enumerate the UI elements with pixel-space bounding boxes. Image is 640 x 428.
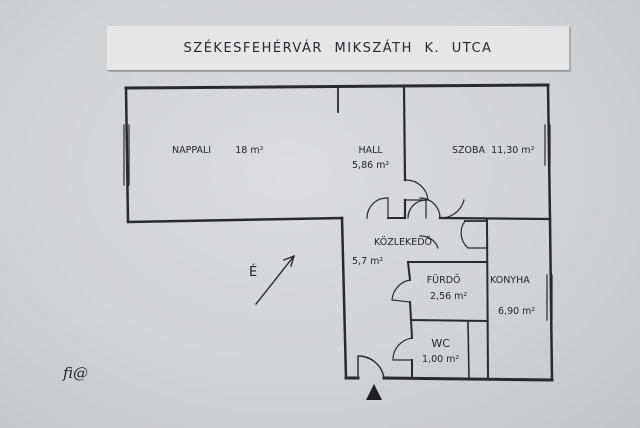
wall-wc-left [409, 318, 414, 379]
north-arrow-head [283, 255, 295, 267]
outer-wall-lower-bottom-b [382, 376, 554, 382]
wall-kozlekedo-konyha [485, 218, 490, 380]
room-area-konyha: 6,90 m² [498, 305, 536, 317]
title-box: SZÉKESFEHÉRVÁR MIKSZÁTH K. UTCA [107, 26, 569, 71]
room-label-wc: WC 1,00 m² [422, 338, 459, 365]
room-label-furdo: FÜRDŐ 2,56 m² [420, 275, 468, 302]
room-label-kozlekedo: KÖZLEKEDŐ 5,7 m² [352, 238, 432, 266]
wall-hall-szoba [402, 85, 407, 182]
room-label-hall: HALL 5,86 m² [352, 146, 389, 170]
signature: fi@ [63, 364, 89, 382]
room-label-nappali: NAPPALI 18 m² [172, 146, 263, 156]
room-name-szoba: SZOBA [452, 145, 486, 156]
north-label: É [249, 265, 258, 280]
room-name-kozlekedo: KÖZLEKEDŐ [374, 237, 433, 248]
door-entrance [357, 355, 385, 379]
room-name-hall: HALL [358, 145, 383, 156]
room-name-furdo: FÜRDŐ [426, 275, 461, 286]
wall-szoba-bottom [438, 216, 552, 221]
door-szoba [419, 197, 441, 219]
window-right-szoba [544, 124, 551, 166]
outer-wall-left [124, 86, 130, 224]
outer-wall-lower-left [340, 216, 348, 380]
room-name-konyha: KONYHA [490, 275, 530, 286]
door-hall-szoba [404, 179, 429, 201]
outer-wall-top [124, 83, 550, 90]
room-area-szoba: 11,30 m² [491, 145, 535, 156]
plan-title: SZÉKESFEHÉRVÁR MIKSZÁTH K. UTCA [183, 40, 493, 56]
wall-wc-right [467, 321, 470, 379]
door-wc [392, 337, 413, 361]
door-furdo [391, 279, 411, 303]
door-szoba-b [439, 199, 465, 219]
room-name-wc: WC [431, 337, 450, 350]
room-area-wc: 1,00 m² [422, 354, 460, 365]
room-area-hall: 5,86 m² [352, 159, 390, 171]
room-area-kozlekedo: 5,7 m² [352, 255, 384, 267]
door-konyha [460, 220, 488, 249]
window-left [123, 124, 130, 186]
outer-wall-lower-right [548, 218, 554, 382]
room-label-konyha: KONYHA 6,90 m² [490, 276, 535, 316]
outer-wall-right [546, 83, 552, 222]
room-area-furdo: 2,56 m² [430, 290, 468, 302]
entrance-marker-icon [366, 384, 382, 400]
room-label-szoba: SZOBA 11,30 m² [452, 146, 534, 156]
door-kozlekedo [419, 235, 439, 249]
outer-wall-nappali-bottom [126, 216, 344, 224]
room-area-nappali: 18 m² [235, 145, 264, 156]
door-hall-kozlekedo [407, 199, 427, 219]
north-arrow-line [255, 255, 295, 305]
room-name-nappali: NAPPALI [172, 145, 212, 156]
door-hall-a [366, 197, 389, 219]
